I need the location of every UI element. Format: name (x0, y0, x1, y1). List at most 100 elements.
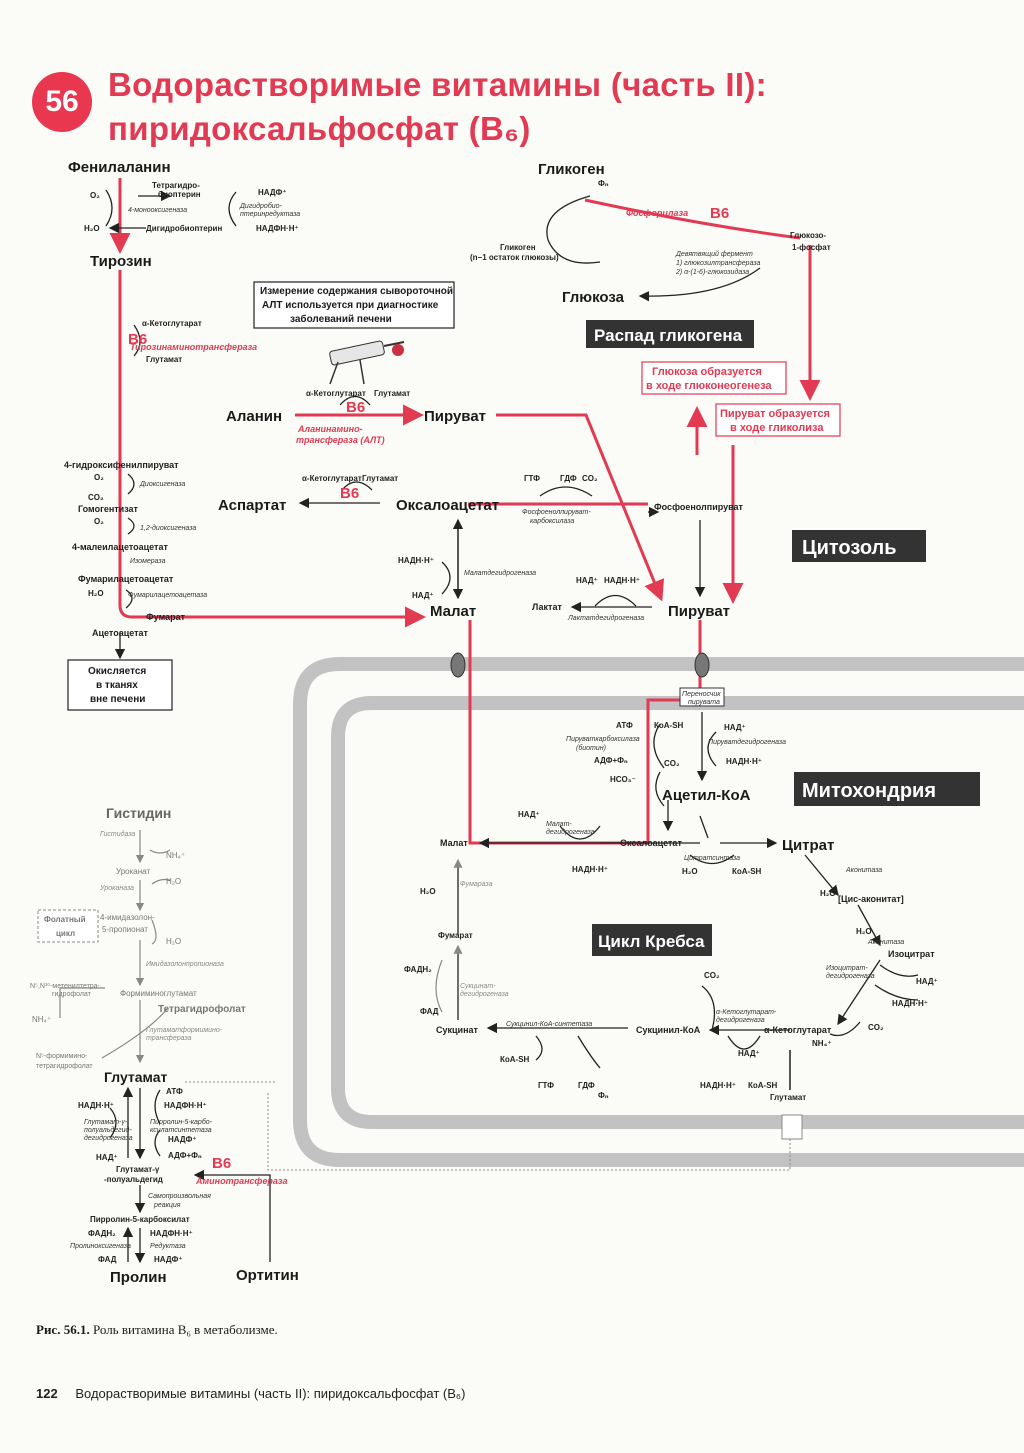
gluconeogenesis-note-line2: в ходе глюконеогенеза (646, 380, 772, 392)
metabolite-histidine: Гистидин (106, 805, 171, 821)
metabolite-oxaloacetate-cytosol: Оксалоацетат (396, 497, 499, 514)
enzyme-akgdh: α-Кетоглутарат- (716, 1009, 777, 1016)
glycolysis-note-line1: Пируват образуется (720, 408, 830, 420)
alt-note-line3: заболеваний печени (290, 313, 392, 325)
glycogenolysis-label-bg (586, 320, 754, 348)
metabolite-pyruvate-top: Пируват (424, 408, 486, 425)
cofactor-nh4-hist: NH₄⁺ (166, 851, 185, 860)
b6-label-alt: B6 (346, 399, 365, 416)
cofactor-nadh-akgdh: НАДН·Н⁺ (700, 1081, 736, 1090)
mitochondrial-membrane (293, 657, 1024, 1167)
metabolite-imidazolone: 4-имидазолон- (100, 913, 155, 922)
metabolite-lactate: Лактат (532, 602, 562, 612)
cofactor-coa-pdh: КоА-SH (654, 721, 684, 730)
cofactor-hco3: HCO₃⁻ (610, 775, 636, 784)
enzyme-prod: Пролиноксигеназа (70, 1243, 131, 1250)
metabolite-hydroxyphenylpyruvate: 4-гидроксифенилпируват (64, 460, 179, 470)
page-footer: 122 Водорастворимые витамины (часть II):… (36, 1386, 466, 1401)
cofactor-nadh-glu: НАДН·Н⁺ (78, 1101, 114, 1110)
metabolite-homogentisate: Гомогентизат (78, 504, 139, 514)
cofactor-nadh-pdh: НАДН·Н⁺ (726, 757, 762, 766)
cofactor-nadh-idh: НАДН·Н⁺ (892, 999, 928, 1008)
enzyme-debranch-b: 1) глюкозилтрансфераза (676, 260, 760, 267)
cofactor-h2o-acon: H₂O (820, 889, 836, 898)
cofactor-nadph: НАДФН·Н⁺ (256, 224, 299, 233)
cofactor-bh2: Дигидробиоптерин (146, 224, 222, 233)
cofactor-nad-glu: НАД⁺ (96, 1153, 118, 1162)
cofactor-nad-ldh: НАД⁺ (576, 576, 598, 585)
cofactor-nad-pdh: НАД⁺ (724, 723, 746, 732)
cofactor-nadp-pro: НАДФ⁺ (154, 1255, 183, 1264)
metabolite-pep: Фосфоенолпируват (654, 502, 744, 512)
enzyme-pepck: Фосфоенолпируват- (522, 509, 591, 516)
metabolite-succinate: Сукцинат (436, 1025, 479, 1035)
cofactor-h2o-2: H₂O (88, 589, 104, 598)
cofactor-pi-glycogen: Фₙ (598, 179, 609, 188)
metabolite-maleylacetoacetate: 4-малеилацетоацетат (72, 542, 168, 552)
cofactor-h2o-uro: H₂O (166, 877, 181, 886)
cofactor-akg-tyr: α-Кетоглутарат (142, 319, 202, 328)
black-arrows (105, 189, 919, 1090)
metabolite-urocanate: Уроканат (116, 867, 150, 876)
cofactor-co2-akgdh: CO₂ (704, 971, 720, 980)
metabolite-formiminoglutamate: Формиминоглутамат (120, 989, 197, 998)
enzyme-scs: Сукцинил-КоА-синтетаза (506, 1021, 592, 1028)
cofactor-h2o-acon-2: H₂O (856, 927, 872, 936)
krebs-label-bg (592, 924, 712, 956)
enzyme-tyrosine-aminotransferase: Тирозинаминотрансфераза (130, 342, 257, 352)
cofactor-co2-pepck: CO₂ (582, 474, 598, 483)
metabolite-g1p: Глюкозо- (790, 231, 826, 240)
cofactor-nadph-glu: НАДФН·Н⁺ (164, 1101, 207, 1110)
cytosol-label: Цитозоль (802, 537, 897, 559)
cofactor-fad: ФАД (420, 1007, 439, 1016)
metabolite-p5c: Пирролин-5-карбоксилат (90, 1215, 190, 1224)
mitochondria-label: Митохондрия (802, 780, 936, 802)
metabolite-glycogen-n1-b: (n−1 остаток глюкозы) (470, 253, 559, 262)
cofactor-atp-glu: АТФ (166, 1087, 183, 1096)
folate-cycle-box (37, 909, 99, 943)
metabolite-succinyl-coa: Сукцинил-КоА (636, 1025, 701, 1035)
metabolite-aspartate: Аспартат (218, 497, 286, 514)
enzyme-ldh: Лактатдегидрогеназа (567, 614, 644, 622)
enzyme-alt: Аланинамино- (297, 424, 363, 434)
enzyme-imidazolonase: Имидазолонпропионаза (146, 960, 224, 968)
metabolite-glucose: Глюкоза (562, 289, 625, 306)
enzyme-sdh: Сукцинат- (460, 983, 496, 990)
enzyme-gsad-b: полуальдегид- (84, 1126, 132, 1134)
metabolite-malate-cytosol: Малат (430, 603, 476, 620)
enzyme-p5cs-b: ксилатсинтетаза (150, 1127, 212, 1134)
figure-caption-label: Рис. 56.1. (36, 1322, 90, 1337)
gluconeogenesis-note-box (641, 361, 787, 395)
enzyme-dioxygenase-12: 1,2-диоксигеназа (140, 524, 196, 532)
alt-note-line2: АЛТ используется при диагностике (262, 300, 439, 311)
cofactor-nadh-ldh: НАДН·Н⁺ (604, 576, 640, 585)
enzyme-dioxygenase: Диоксигеназа (139, 481, 185, 488)
enzyme-fah: Фумарилацетоацетаза (128, 592, 207, 599)
metabolite-thf: Тетрагидрофолат (158, 1003, 246, 1015)
enzyme-phosphorylase: Фосфорилаза (626, 208, 688, 218)
cofactor-nh4-folate: NH₄⁺ (32, 1015, 51, 1024)
cofactor-akg-alt: α-Кетоглутарат (306, 389, 366, 398)
metabolite-phenylalanine: Фенилаланин (68, 159, 171, 176)
alt-note-line1: Измерение содержания сывороточной (260, 286, 453, 297)
enzyme-spontaneous: Самопроизвольная (148, 1193, 211, 1200)
enzyme-dhpr-b: птеринредуктаза (240, 210, 300, 218)
metabolite-formimino-thf: N⁵-формимино- (36, 1053, 88, 1060)
b6-label-oat: B6 (212, 1155, 231, 1172)
cofactor-coa-cs: КоА-SH (732, 867, 762, 876)
enzyme-aconitase: Аконитаза (845, 867, 882, 874)
metabolite-methenyl-thf-b: гидрофолат (52, 991, 92, 998)
metabolite-glutamate: Глутамат (104, 1069, 168, 1085)
enzyme-akgdh-b: дегидрогеназа (716, 1016, 765, 1024)
enzyme-pyruvate-carrier: Переносчик (682, 691, 721, 698)
metabolite-acetyl-coa: Ацетил-КоА (662, 787, 751, 804)
metabolite-citrate: Цитрат (782, 837, 834, 854)
metabolite-methenyl-thf: N⁵,N¹⁰-метенилтетра- (30, 982, 101, 990)
metabolite-glycogen: Гликоген (538, 161, 605, 178)
enzyme-idh-b: дегидрогеназа (826, 972, 875, 980)
enzyme-mdh-mito: Малат- (546, 821, 572, 828)
enzyme-isomerase: Изомераза (130, 558, 166, 565)
enzyme-fthf-b: трансфераза (146, 1035, 192, 1042)
cofactor-gtp-scs: ГТФ (538, 1081, 554, 1090)
glycolysis-note-line2: в ходе гликолиза (730, 422, 824, 434)
